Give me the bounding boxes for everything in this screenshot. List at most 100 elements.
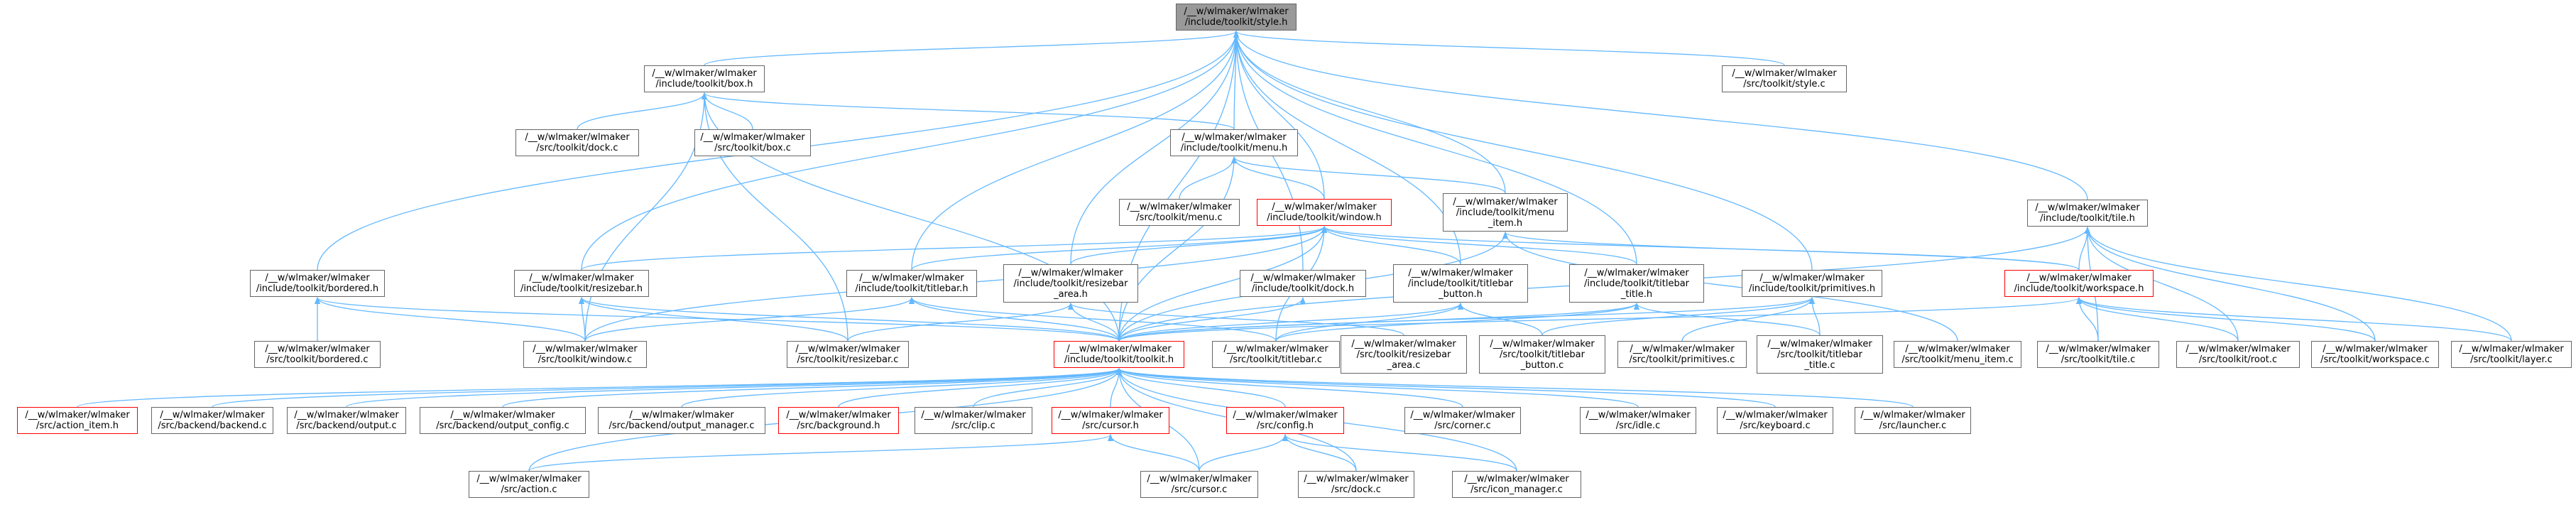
- node-workspace-h[interactable]: /__w/wlmaker/wlmaker/include/toolkit/wor…: [2004, 270, 2154, 297]
- edge-menu-item-c-to-menu-item-h: [1502, 232, 1958, 342]
- node-tile-h[interactable]: /__w/wlmaker/wlmaker/include/toolkit/til…: [2027, 200, 2148, 227]
- edge-window-h-to-menu-h: [1231, 156, 1325, 200]
- edge-toolkit-h-to-resizebar-area-h: [1068, 303, 1120, 342]
- node-dock-h[interactable]: /__w/wlmaker/wlmaker/include/toolkit/doc…: [1240, 270, 1366, 297]
- edge-menu-item-h-to-style-h: [1233, 31, 1506, 194]
- node-resizebar-c[interactable]: /__w/wlmaker/wlmaker/src/toolkit/resizeb…: [787, 341, 909, 368]
- edge-resizebar-area-h-to-window-h: [1070, 226, 1327, 265]
- node-style-h[interactable]: /__w/wlmaker/wlmaker/include/toolkit/sty…: [1176, 4, 1297, 31]
- node-toolkit-h[interactable]: /__w/wlmaker/wlmaker/include/toolkit/too…: [1054, 341, 1184, 368]
- node-menu-item-h[interactable]: /__w/wlmaker/wlmaker/include/toolkit/men…: [1443, 193, 1568, 232]
- edge-menu-c-to-menu-h: [1179, 156, 1237, 200]
- node-output-manager-c[interactable]: /__w/wlmaker/wlmaker/src/backend/output_…: [598, 407, 765, 434]
- node-idle-c[interactable]: /__w/wlmaker/wlmaker/src/idle.c: [1580, 407, 1696, 434]
- edge-toolkit-h-to-window-h: [1118, 226, 1327, 342]
- edge-toolkit-h-to-titlebar-button-h: [1118, 303, 1463, 342]
- edge-menu-item-h-to-menu-h: [1231, 156, 1506, 194]
- edge-titlebar-title-h-to-window-h: [1321, 226, 1637, 265]
- edge-layer-c-to-tile-h: [2085, 227, 2512, 342]
- edge-window-h-to-style-h: [1233, 31, 1325, 200]
- edge-workspace-h-to-menu-item-h: [1502, 232, 2080, 271]
- edge-toolkit-box-c-to-box-h: [702, 92, 753, 130]
- node-cursor-c[interactable]: /__w/wlmaker/wlmaker/src/cursor.c: [1140, 471, 1258, 498]
- edge-keyboard-c-to-toolkit-h: [1116, 368, 1776, 408]
- node-resizebar-area-c[interactable]: /__w/wlmaker/wlmaker/src/toolkit/resizeb…: [1341, 335, 1467, 374]
- node-resizebar-area-h[interactable]: /__w/wlmaker/wlmaker/include/toolkit/res…: [1003, 264, 1138, 303]
- edge-root-c-to-tile-h: [2085, 227, 2239, 342]
- node-launcher-c[interactable]: /__w/wlmaker/wlmaker/src/launcher.c: [1855, 407, 1971, 434]
- edge-cursor-c-to-config-h: [1199, 434, 1288, 472]
- edge-corner-c-to-toolkit-h: [1116, 368, 1463, 408]
- node-action-item-h[interactable]: /__w/wlmaker/wlmaker/src/action_item.h: [17, 407, 138, 434]
- edge-primitives-c-to-primitives-h: [1681, 297, 1815, 342]
- node-workspace-c[interactable]: /__w/wlmaker/wlmaker/src/toolkit/workspa…: [2311, 341, 2439, 368]
- node-window-c[interactable]: /__w/wlmaker/wlmaker/src/toolkit/window.…: [523, 341, 647, 368]
- edge-root-c-to-workspace-h: [2076, 297, 2239, 342]
- edge-resizebar-area-c-to-resizebar-area-h: [1068, 303, 1404, 336]
- node-output-config-c[interactable]: /__w/wlmaker/wlmaker/src/backend/output_…: [420, 407, 586, 434]
- edge-config-h-to-toolkit-h: [1116, 368, 1286, 408]
- node-action-c[interactable]: /__w/wlmaker/wlmaker/src/action.c: [469, 471, 589, 498]
- node-layer-c[interactable]: /__w/wlmaker/wlmaker/src/toolkit/layer.c: [2451, 341, 2572, 368]
- edge-background-h-to-toolkit-h: [838, 368, 1122, 408]
- node-primitives-h[interactable]: /__w/wlmaker/wlmaker/include/toolkit/pri…: [1742, 270, 1882, 297]
- node-primitives-c[interactable]: /__w/wlmaker/wlmaker/src/toolkit/primiti…: [1617, 341, 1747, 368]
- node-corner-c[interactable]: /__w/wlmaker/wlmaker/src/corner.c: [1404, 407, 1521, 434]
- node-titlebar-button-h[interactable]: /__w/wlmaker/wlmaker/include/toolkit/tit…: [1393, 264, 1528, 303]
- edge-window-c-to-resizebar-h: [579, 297, 586, 342]
- edge-cursor-h-to-toolkit-h: [1110, 368, 1122, 408]
- edge-backend-c-to-toolkit-h: [212, 368, 1122, 408]
- node-box-h[interactable]: /__w/wlmaker/wlmaker/include/toolkit/box…: [644, 65, 765, 92]
- node-menu-item-c[interactable]: /__w/wlmaker/wlmaker/src/toolkit/menu_it…: [1894, 341, 2021, 368]
- node-titlebar-button-c[interactable]: /__w/wlmaker/wlmaker/src/toolkit/titleba…: [1479, 335, 1605, 374]
- node-output-c[interactable]: /__w/wlmaker/wlmaker/src/backend/output.…: [287, 407, 406, 434]
- node-toolkit-box-c[interactable]: /__w/wlmaker/wlmaker/src/toolkit/box.c: [694, 129, 811, 156]
- node-cursor-h[interactable]: /__w/wlmaker/wlmaker/src/cursor.h: [1052, 407, 1169, 434]
- edge-titlebar-title-c-to-primitives-h: [1809, 297, 1821, 336]
- node-resizebar-h[interactable]: /__w/wlmaker/wlmaker/include/toolkit/res…: [514, 270, 649, 297]
- node-bordered-c[interactable]: /__w/wlmaker/wlmaker/src/toolkit/bordere…: [254, 341, 381, 368]
- edge-resizebar-area-h-to-style-h: [1070, 31, 1239, 265]
- edge-launcher-c-to-toolkit-h: [1116, 368, 1914, 408]
- edge-primitives-h-to-style-h: [1233, 31, 1813, 271]
- edge-layer-c-to-workspace-h: [2076, 297, 2512, 342]
- node-titlebar-c[interactable]: /__w/wlmaker/wlmaker/src/toolkit/titleba…: [1212, 341, 1340, 368]
- edge-titlebar-title-h-to-style-h: [1233, 31, 1637, 265]
- node-menu-h[interactable]: /__w/wlmaker/wlmaker/include/toolkit/men…: [1170, 129, 1298, 156]
- edge-output-manager-c-to-toolkit-h: [681, 368, 1122, 408]
- node-background-h[interactable]: /__w/wlmaker/wlmaker/src/background.h: [778, 407, 899, 434]
- edge-window-c-to-titlebar-h: [584, 297, 915, 342]
- edge-menu-h-to-box-h: [702, 92, 1235, 130]
- edge-titlebar-h-to-window-h: [911, 226, 1327, 271]
- node-bordered-h[interactable]: /__w/wlmaker/wlmaker/include/toolkit/bor…: [250, 270, 385, 297]
- node-icon-manager-c[interactable]: /__w/wlmaker/wlmaker/src/icon_manager.c: [1452, 471, 1581, 498]
- node-clip-c[interactable]: /__w/wlmaker/wlmaker/src/clip.c: [915, 407, 1032, 434]
- node-titlebar-title-c[interactable]: /__w/wlmaker/wlmaker/src/toolkit/titleba…: [1757, 335, 1883, 374]
- edge-dock-c-to-config-h: [1282, 434, 1357, 472]
- node-keyboard-c[interactable]: /__w/wlmaker/wlmaker/src/keyboard.c: [1717, 407, 1833, 434]
- node-titlebar-h[interactable]: /__w/wlmaker/wlmaker/include/toolkit/tit…: [846, 270, 977, 297]
- node-style-c[interactable]: /__w/wlmaker/wlmaker/src/toolkit/style.c: [1722, 65, 1847, 92]
- node-titlebar-title-h[interactable]: /__w/wlmaker/wlmaker/include/toolkit/tit…: [1569, 264, 1704, 303]
- node-menu-c[interactable]: /__w/wlmaker/wlmaker/src/toolkit/menu.c: [1119, 199, 1240, 226]
- edge-tile-h-to-style-h: [1233, 31, 2088, 200]
- edge-titlebar-button-h-to-window-h: [1321, 226, 1461, 265]
- edge-workspace-c-to-tile-h: [2085, 227, 2376, 342]
- node-config-h[interactable]: /__w/wlmaker/wlmaker/src/config.h: [1226, 407, 1344, 434]
- edge-toolkit-h-to-titlebar-h: [909, 297, 1120, 342]
- edge-icon-manager-c-to-config-h: [1282, 434, 1517, 472]
- edge-output-c-to-toolkit-h: [346, 368, 1122, 408]
- node-toolkit-dock-c[interactable]: /__w/wlmaker/wlmaker/src/toolkit/dock.c: [515, 129, 639, 156]
- node-window-h[interactable]: /__w/wlmaker/wlmaker/include/toolkit/win…: [1257, 199, 1392, 226]
- node-dock-c[interactable]: /__w/wlmaker/wlmaker/src/dock.c: [1298, 471, 1414, 498]
- edge-idle-c-to-toolkit-h: [1116, 368, 1639, 408]
- node-backend-c[interactable]: /__w/wlmaker/wlmaker/src/backend/backend…: [151, 407, 273, 434]
- edge-output-config-c-to-toolkit-h: [502, 368, 1122, 408]
- edge-toolkit-h-to-resizebar-h: [579, 297, 1120, 342]
- edge-action-c-to-cursor-h: [528, 434, 1113, 472]
- edge-resizebar-h-to-style-h: [581, 31, 1239, 271]
- node-tile-c[interactable]: /__w/wlmaker/wlmaker/src/toolkit/tile.c: [2037, 341, 2159, 368]
- node-root-c[interactable]: /__w/wlmaker/wlmaker/src/toolkit/root.c: [2176, 341, 2300, 368]
- edge-workspace-c-to-workspace-h: [2076, 297, 2376, 342]
- edge-resizebar-c-to-resizebar-area-h: [847, 303, 1074, 342]
